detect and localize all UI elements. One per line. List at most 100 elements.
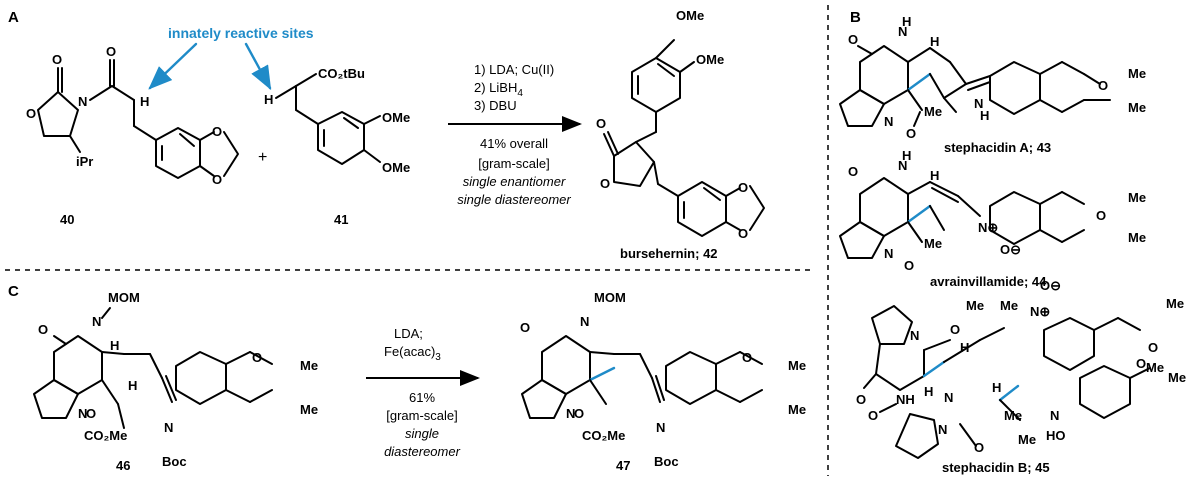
svg-text:H: H: [902, 148, 911, 163]
svg-text:N: N: [78, 406, 87, 421]
svg-text:H: H: [930, 34, 939, 49]
svg-text:O: O: [252, 350, 262, 365]
svg-text:NH: NH: [896, 392, 915, 407]
svg-text:N: N: [898, 158, 907, 173]
reagent-c-1: LDA;: [394, 326, 423, 341]
compound-label-43: stephacidin A; 43: [944, 140, 1051, 155]
svg-text:O: O: [974, 440, 984, 455]
yield-c: 61%: [409, 390, 435, 405]
compound-40-structure: O O N iPr O H O O: [26, 44, 239, 187]
svg-text:Me: Me: [924, 104, 942, 119]
svg-text:O: O: [212, 172, 222, 187]
svg-text:O: O: [600, 176, 610, 191]
svg-text:O: O: [742, 350, 752, 365]
svg-text:O: O: [1136, 356, 1146, 371]
svg-text:H: H: [924, 384, 933, 399]
svg-text:MOM: MOM: [108, 290, 140, 305]
svg-text:N: N: [974, 96, 983, 111]
panel-label-a: A: [8, 9, 19, 26]
compound-label-41: 41: [334, 212, 348, 227]
svg-text:H: H: [902, 14, 911, 29]
selectivity-a-2: single diastereomer: [457, 192, 571, 207]
svg-text:N: N: [884, 246, 893, 261]
compound-46-structure: O N MOM N H H CO₂Me O N Boc O Me Me: [33, 290, 318, 469]
yield-a: 41% overall: [480, 136, 548, 151]
svg-text:Me: Me: [788, 358, 806, 373]
svg-text:O: O: [738, 180, 748, 195]
svg-text:N: N: [78, 94, 87, 109]
svg-text:O: O: [848, 164, 858, 179]
svg-text:Me: Me: [966, 298, 984, 313]
annotation-arrow-left: [148, 42, 198, 90]
svg-text:O: O: [1148, 340, 1158, 355]
svg-text:O: O: [848, 32, 858, 47]
svg-text:O: O: [596, 116, 606, 131]
svg-text:CO₂Me: CO₂Me: [582, 428, 625, 443]
svg-text:O: O: [86, 406, 96, 421]
svg-text:N: N: [656, 420, 665, 435]
svg-text:O: O: [738, 226, 748, 241]
svg-text:Me: Me: [1128, 66, 1146, 81]
svg-text:Me: Me: [1166, 296, 1184, 311]
svg-text:CO₂Me: CO₂Me: [84, 428, 127, 443]
svg-text:Me: Me: [1146, 360, 1164, 375]
plus-sign: +: [258, 149, 267, 166]
scale-a: [gram-scale]: [478, 156, 550, 171]
compound-label-42: bursehernin; 42: [620, 246, 718, 261]
svg-text:Boc: Boc: [162, 454, 187, 469]
svg-text:Me: Me: [300, 358, 318, 373]
svg-text:Me: Me: [1004, 408, 1022, 423]
svg-text:Me: Me: [924, 236, 942, 251]
svg-text:Boc: Boc: [654, 454, 679, 469]
svg-text:Me: Me: [1018, 432, 1036, 447]
svg-text:H: H: [980, 108, 989, 123]
svg-text:H: H: [992, 380, 1001, 395]
svg-text:Me: Me: [300, 402, 318, 417]
compound-45-structure: N O NH H O Me Me H N⊕ O⊖ O Me Me N H Me …: [856, 278, 1186, 459]
svg-text:H: H: [264, 92, 273, 107]
svg-text:N: N: [898, 24, 907, 39]
svg-text:O: O: [38, 322, 48, 337]
svg-text:O: O: [26, 106, 36, 121]
svg-text:CO₂tBu: CO₂tBu: [318, 66, 365, 81]
svg-text:N: N: [580, 314, 589, 329]
svg-text:N: N: [164, 420, 173, 435]
svg-text:N: N: [566, 406, 575, 421]
svg-text:H: H: [140, 94, 149, 109]
svg-text:N: N: [944, 390, 953, 405]
panel-label-c: C: [8, 283, 19, 300]
svg-text:HO: HO: [1046, 428, 1066, 443]
svg-text:OMe: OMe: [676, 8, 704, 23]
svg-text:O: O: [1098, 78, 1108, 93]
compound-41-structure: H CO₂tBu OMe OMe: [264, 66, 410, 175]
compound-47-structure: O N MOM N O CO₂Me N Boc O Me Me: [520, 290, 806, 469]
svg-text:H: H: [128, 378, 137, 393]
compound-label-46: 46: [116, 458, 130, 473]
svg-text:O: O: [574, 406, 584, 421]
svg-text:OMe: OMe: [382, 160, 410, 175]
svg-text:O: O: [520, 320, 530, 335]
selectivity-c-1: single: [405, 426, 439, 441]
svg-text:OMe: OMe: [696, 52, 724, 67]
svg-text:2) LiBH4: 2) LiBH4: [474, 80, 523, 99]
svg-text:N: N: [884, 114, 893, 129]
reagent-a-1: 1) LDA; Cu(II): [474, 62, 554, 77]
compound-43-structure: O N H N H O Me N H O Me Me: [839, 14, 1146, 141]
svg-text:Me: Me: [1128, 230, 1146, 245]
svg-text:O: O: [106, 44, 116, 59]
svg-text:N: N: [938, 422, 947, 437]
reagent-c-2: Fe(acac): [384, 344, 435, 359]
svg-text:Me: Me: [1128, 100, 1146, 115]
compound-label-40: 40: [60, 212, 74, 227]
svg-text:O: O: [856, 392, 866, 407]
reagent-c-2-subscript: 3: [435, 352, 441, 363]
svg-text:Me: Me: [1000, 298, 1018, 313]
compound-label-45: stephacidin B; 45: [942, 460, 1050, 475]
svg-text:O: O: [906, 126, 916, 141]
svg-text:O: O: [950, 322, 960, 337]
svg-text:H: H: [110, 338, 119, 353]
svg-text:O: O: [52, 52, 62, 67]
selectivity-a-1: single enantiomer: [463, 174, 566, 189]
svg-text:MOM: MOM: [594, 290, 626, 305]
annotation-arrow-right: [244, 42, 272, 91]
